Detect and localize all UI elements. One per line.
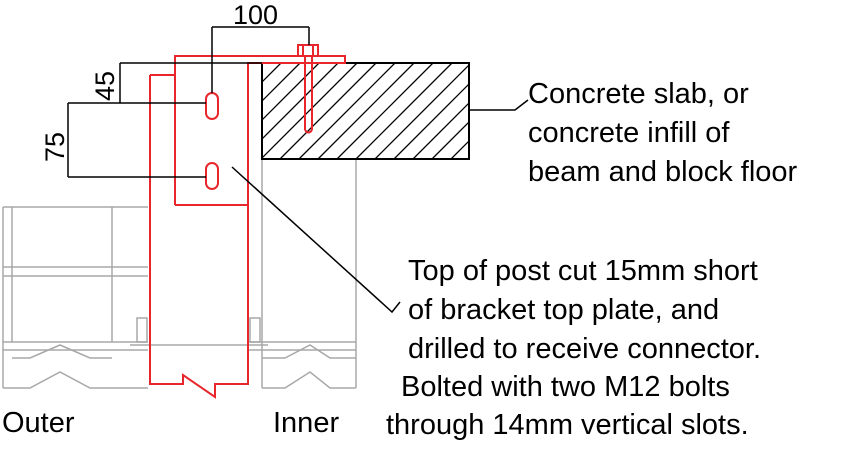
slab-label-line-1: Concrete slab, or	[528, 78, 749, 110]
inner-label: Inner	[273, 407, 339, 439]
dimension-lines	[67, 26, 310, 178]
post-label-line-2: of bracket top plate, and	[408, 294, 719, 326]
hatch-line	[262, 63, 320, 121]
dimension-75-label: 75	[40, 132, 70, 162]
dimension-45-label: 45	[90, 71, 120, 101]
slab-leader	[469, 99, 529, 111]
anchor-bolt-head	[297, 44, 319, 57]
post-leader	[231, 166, 401, 314]
slab-label-line-3: beam and block floor	[528, 156, 798, 188]
hatch-line	[355, 63, 453, 159]
hatch-line	[431, 121, 469, 159]
hatch-line	[262, 63, 358, 159]
hatch-line	[298, 63, 396, 159]
post-label: Top of post cut 15mm short of bracket to…	[386, 255, 761, 441]
dimension-100-label: 100	[233, 0, 278, 30]
upper-slot	[205, 92, 219, 120]
inner-panel	[248, 159, 357, 389]
post-label-line-3: drilled to receive connector.	[408, 333, 761, 365]
lower-slot	[205, 162, 219, 190]
hatch-line	[317, 63, 415, 159]
hatch-line	[450, 140, 469, 159]
outer-panel	[2, 206, 148, 389]
hatch-line	[393, 83, 469, 159]
slab-label-line-2: concrete infill of	[528, 117, 730, 149]
hatch-line	[262, 63, 301, 102]
hatch-line	[412, 102, 469, 159]
hatch-line	[279, 63, 377, 159]
post-label-line-4: Bolted with two M12 bolts	[401, 371, 730, 403]
post-label-line-1: Top of post cut 15mm short	[408, 255, 758, 287]
hatch-line	[262, 63, 339, 140]
joint-bolts	[130, 317, 268, 346]
hatch-line	[336, 63, 434, 159]
hatch-line	[374, 64, 469, 159]
slab-label: Concrete slab, or concrete infill of bea…	[528, 78, 798, 188]
outer-label: Outer	[2, 407, 75, 439]
concrete-slab	[261, 62, 470, 160]
leader-lines	[231, 99, 529, 314]
steel-bracket	[149, 44, 346, 399]
post-label-line-5: through 14mm vertical slots.	[386, 409, 749, 441]
hatch-line	[262, 63, 282, 83]
